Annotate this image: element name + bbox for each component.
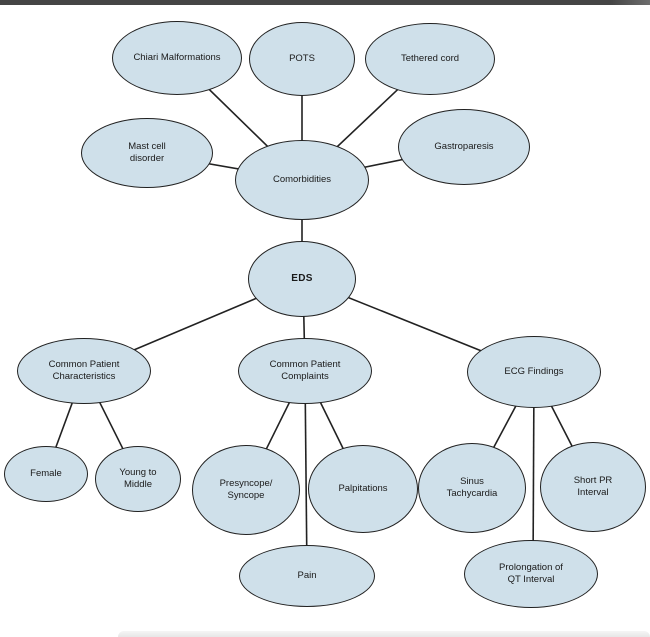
node-ecg-findings: ECG Findings xyxy=(467,336,601,408)
node-label: Prolongation of QT Interval xyxy=(499,562,563,585)
node-label: EDS xyxy=(291,272,313,284)
bottom-panel-edge xyxy=(118,631,650,637)
node-label: Mast cell disorder xyxy=(128,141,166,164)
node-label: Common Patient Complaints xyxy=(269,359,341,382)
node-label: ECG Findings xyxy=(504,366,564,378)
node-label: Gastroparesis xyxy=(434,141,494,153)
node-common-patient-complaints: Common Patient Complaints xyxy=(238,338,372,404)
node-label: Common Patient Characteristics xyxy=(48,359,120,382)
node-pain: Pain xyxy=(239,545,375,607)
edge-complaints-pain xyxy=(304,370,308,577)
node-sinus-tachycardia: Sinus Tachycardia xyxy=(418,443,526,533)
top-divider-bar xyxy=(0,0,650,5)
node-comorbidities: Comorbidities xyxy=(235,140,369,220)
node-presyncope-syncope: Presyncope/ Syncope xyxy=(192,445,300,535)
node-gastroparesis: Gastroparesis xyxy=(398,109,530,185)
node-label: Pain xyxy=(297,570,317,582)
node-mast-cell-disorder: Mast cell disorder xyxy=(81,118,213,188)
node-label: Young to Middle xyxy=(119,467,157,490)
node-tethered-cord: Tethered cord xyxy=(365,23,495,95)
node-palpitations: Palpitations xyxy=(308,445,418,533)
node-qt-prolongation: Prolongation of QT Interval xyxy=(464,540,598,608)
node-label: Sinus Tachycardia xyxy=(446,476,498,499)
node-chiari-malformations: Chiari Malformations xyxy=(112,21,242,95)
node-label: POTS xyxy=(289,53,315,65)
node-common-patient-characteristics: Common Patient Characteristics xyxy=(17,338,151,404)
node-short-pr-interval: Short PR Interval xyxy=(540,442,646,532)
node-label: Palpitations xyxy=(338,483,388,495)
node-label: Chiari Malformations xyxy=(133,52,221,64)
node-label: Short PR Interval xyxy=(573,475,613,498)
node-young-to-middle: Young to Middle xyxy=(95,446,181,512)
node-label: Comorbidities xyxy=(272,174,332,186)
node-label: Presyncope/ Syncope xyxy=(219,478,273,501)
node-female: Female xyxy=(4,446,88,502)
node-label: Tethered cord xyxy=(400,53,460,65)
node-label: Female xyxy=(30,468,62,480)
node-eds: EDS xyxy=(248,241,356,317)
node-pots: POTS xyxy=(249,22,355,96)
